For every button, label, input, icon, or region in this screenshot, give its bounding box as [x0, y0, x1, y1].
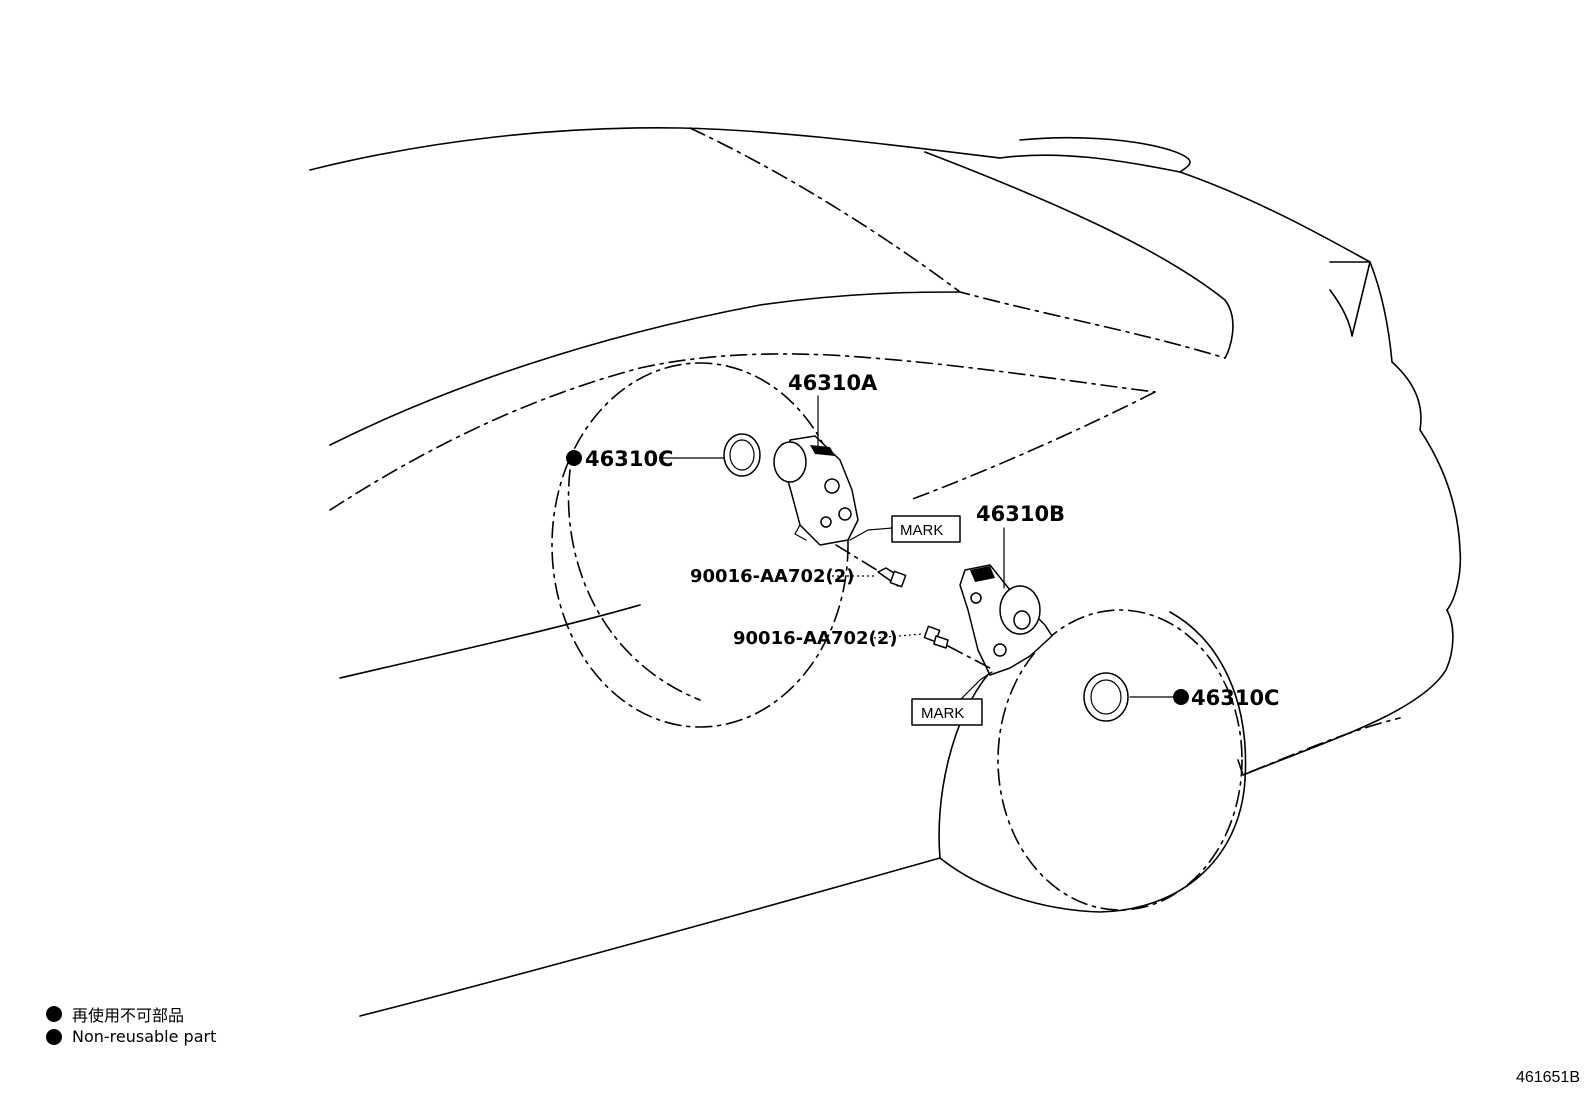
o-ring-a	[723, 433, 761, 477]
label-sensor-b: 46310B	[976, 502, 1065, 526]
svg-text:MARK: MARK	[921, 705, 964, 722]
non-reusable-marker	[566, 450, 582, 466]
label-oring-a: 46310C	[566, 447, 673, 471]
legend-jp: 再使用不可部品	[46, 1002, 184, 1026]
bolt-a	[877, 567, 907, 588]
label-oring-b: 46310C	[1173, 686, 1279, 710]
svg-text:46310C: 46310C	[585, 447, 673, 471]
legend-jp-text: 再使用不可部品	[72, 1006, 185, 1025]
svg-text:90016-AA702(2): 90016-AA702(2)	[690, 566, 855, 587]
bullet-icon	[46, 1006, 62, 1022]
mark-callout-b: MARK	[911, 698, 983, 726]
bolt-b	[923, 625, 949, 649]
leader-lines	[659, 395, 1175, 703]
label-bolt-b: 90016-AA702(2)	[733, 628, 898, 649]
vehicle-outline	[309, 127, 1462, 1017]
label-bolt-a: 90016-AA702(2)	[690, 566, 855, 587]
svg-text:46310C: 46310C	[1191, 686, 1279, 710]
mark-callout-a: MARK	[891, 515, 961, 543]
svg-text:MARK: MARK	[900, 522, 943, 539]
svg-text:90016-AA702(2): 90016-AA702(2)	[733, 628, 898, 649]
bullet-icon	[46, 1028, 62, 1045]
o-ring-b	[1083, 672, 1129, 722]
legend-en: Non-reusable part	[46, 1027, 216, 1046]
svg-text:46310B: 46310B	[976, 502, 1065, 526]
legend-en-text: Non-reusable part	[72, 1027, 217, 1046]
speed-sensor-a	[773, 435, 859, 546]
label-sensor-a: 46310A	[788, 371, 878, 395]
speed-sensor-b	[959, 564, 1053, 676]
figure-id: 461651B	[1515, 1069, 1580, 1086]
svg-text:46310A: 46310A	[788, 371, 878, 395]
non-reusable-marker	[1173, 689, 1189, 705]
